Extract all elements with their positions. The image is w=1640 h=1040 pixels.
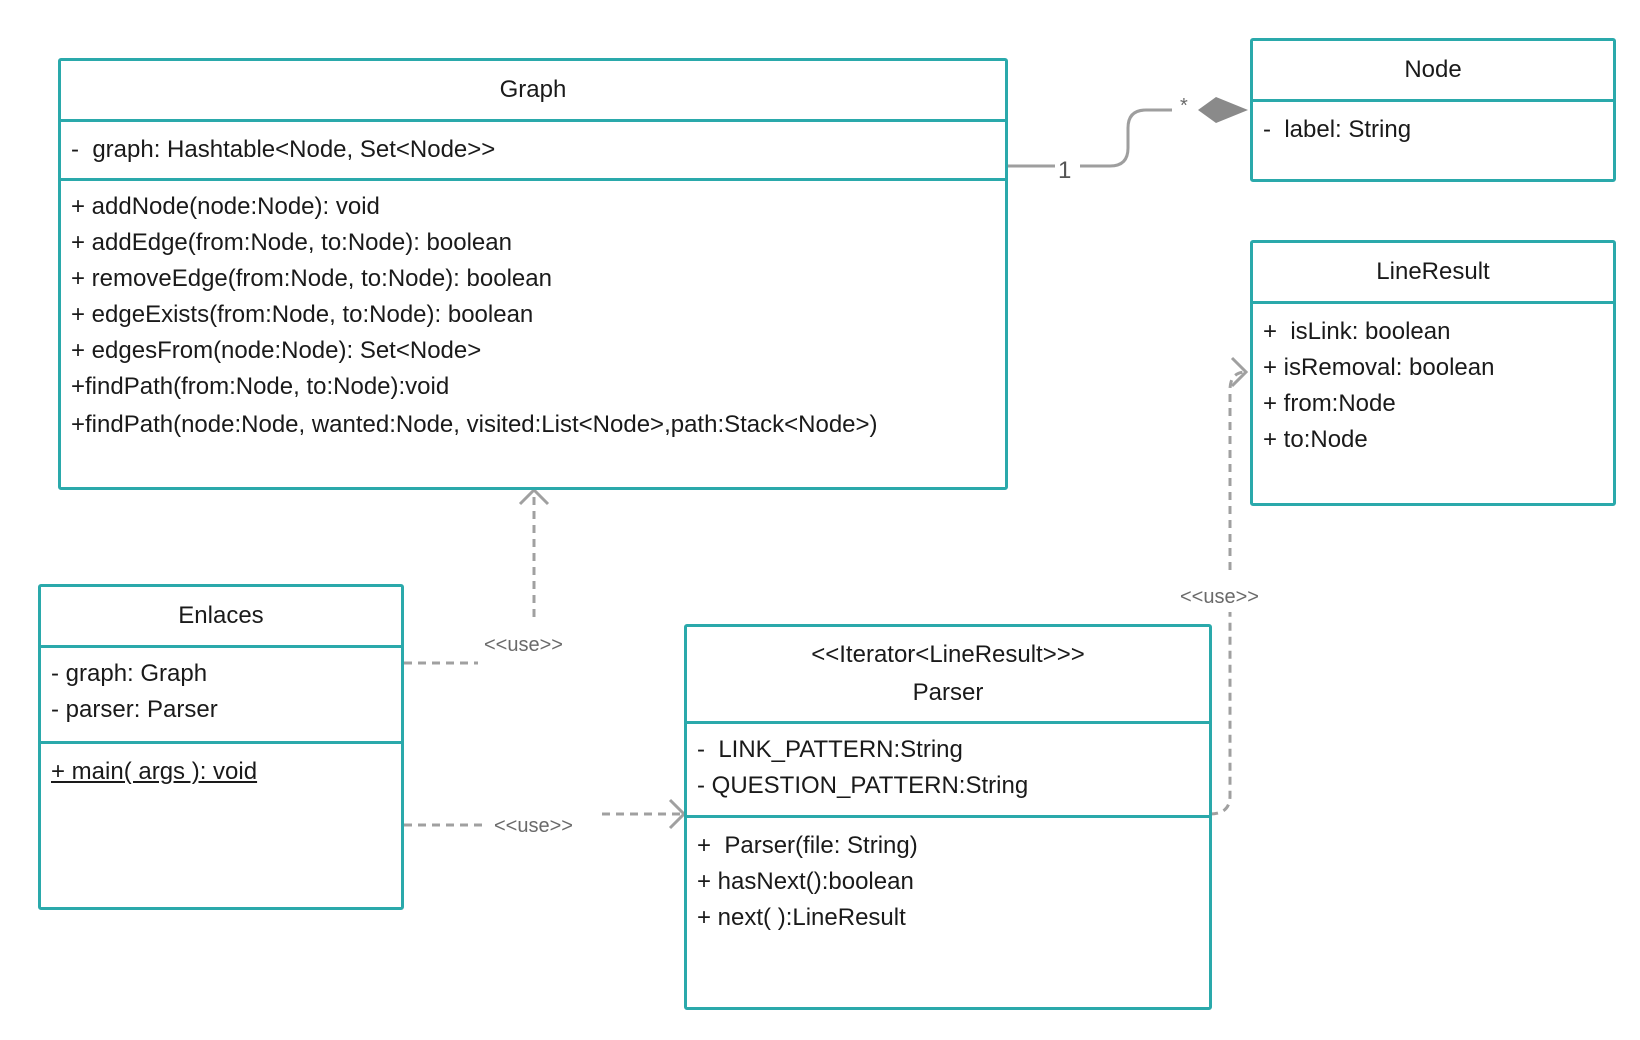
method: +findPath(node:Node, wanted:Node, visite… — [71, 411, 878, 438]
composition-diamond — [1198, 97, 1248, 123]
attribute: - parser: Parser — [51, 696, 218, 723]
use-label: <<use>> — [1180, 586, 1259, 608]
class-header: <<Iterator<LineResult>>> Parser — [687, 627, 1209, 721]
attributes-section: + isLink: boolean + isRemoval: boolean +… — [1253, 301, 1613, 458]
class-stereotype: <<Iterator<LineResult>>> — [811, 641, 1085, 668]
class-name: Parser — [912, 679, 984, 706]
use-label: <<use>> — [484, 634, 563, 656]
class-parser[interactable]: <<Iterator<LineResult>>> Parser - LINK_P… — [684, 624, 1212, 1010]
class-name: LineResult — [1376, 258, 1490, 285]
attribute: + to:Node — [1263, 426, 1368, 453]
attribute: + isRemoval: boolean — [1263, 354, 1495, 381]
method: + hasNext():boolean — [697, 868, 914, 895]
attribute: + from:Node — [1263, 390, 1396, 417]
composition-line — [1080, 108, 1172, 168]
methods-section: + Parser(file: String) + hasNext():boole… — [687, 815, 1209, 936]
class-name: Node — [1404, 56, 1462, 83]
dependency-parser-lineresult — [1209, 612, 1232, 816]
attributes-section: - graph: Graph - parser: Parser — [41, 645, 401, 741]
class-name: Graph — [499, 76, 567, 103]
methods-section: + main( args ): void — [41, 741, 401, 790]
attributes-section: - label: String — [1253, 99, 1613, 148]
arrowhead-open — [518, 487, 550, 506]
use-label: <<use>> — [494, 815, 573, 837]
method: + addNode(node:Node): void — [71, 193, 380, 220]
attribute: - label: String — [1263, 116, 1412, 143]
arrowhead-open — [668, 798, 687, 830]
class-graph[interactable]: Graph - graph: Hashtable<Node, Set<Node>… — [58, 58, 1008, 490]
method: + addEdge(from:Node, to:Node): boolean — [71, 229, 512, 256]
class-enlaces[interactable]: Enlaces - graph: Graph - parser: Parser … — [38, 584, 404, 910]
attribute: - LINK_PATTERN:String — [697, 736, 963, 763]
multiplicity-one: 1 — [1058, 157, 1071, 184]
dependency-parser-lineresult — [1228, 370, 1247, 570]
method: + Parser(file: String) — [697, 832, 918, 859]
method: + main( args ): void — [51, 758, 258, 785]
methods-section: + addNode(node:Node): void + addEdge(fro… — [61, 178, 1005, 443]
method: + edgesFrom(node:Node): Set<Node> — [71, 337, 482, 364]
attribute: - graph: Graph — [51, 660, 208, 687]
attribute: - QUESTION_PATTERN:String — [697, 772, 1029, 799]
class-name: Enlaces — [178, 602, 264, 629]
method: +findPath(from:Node, to:Node):void — [71, 373, 450, 400]
method: + removeEdge(from:Node, to:Node): boolea… — [71, 265, 552, 292]
attributes-section: - graph: Hashtable<Node, Set<Node>> — [61, 119, 1005, 178]
class-node[interactable]: Node - label: String — [1250, 38, 1616, 182]
method: + edgeExists(from:Node, to:Node): boolea… — [71, 301, 534, 328]
multiplicity-many: * — [1180, 95, 1188, 117]
attribute: - graph: Hashtable<Node, Set<Node>> — [71, 136, 496, 163]
attribute: + isLink: boolean — [1263, 318, 1451, 345]
arrowhead-open — [1230, 356, 1249, 388]
class-lineresult[interactable]: LineResult + isLink: boolean + isRemoval… — [1250, 240, 1616, 506]
method: + next( ):LineResult — [697, 904, 906, 931]
attributes-section: - LINK_PATTERN:String - QUESTION_PATTERN… — [687, 721, 1209, 815]
